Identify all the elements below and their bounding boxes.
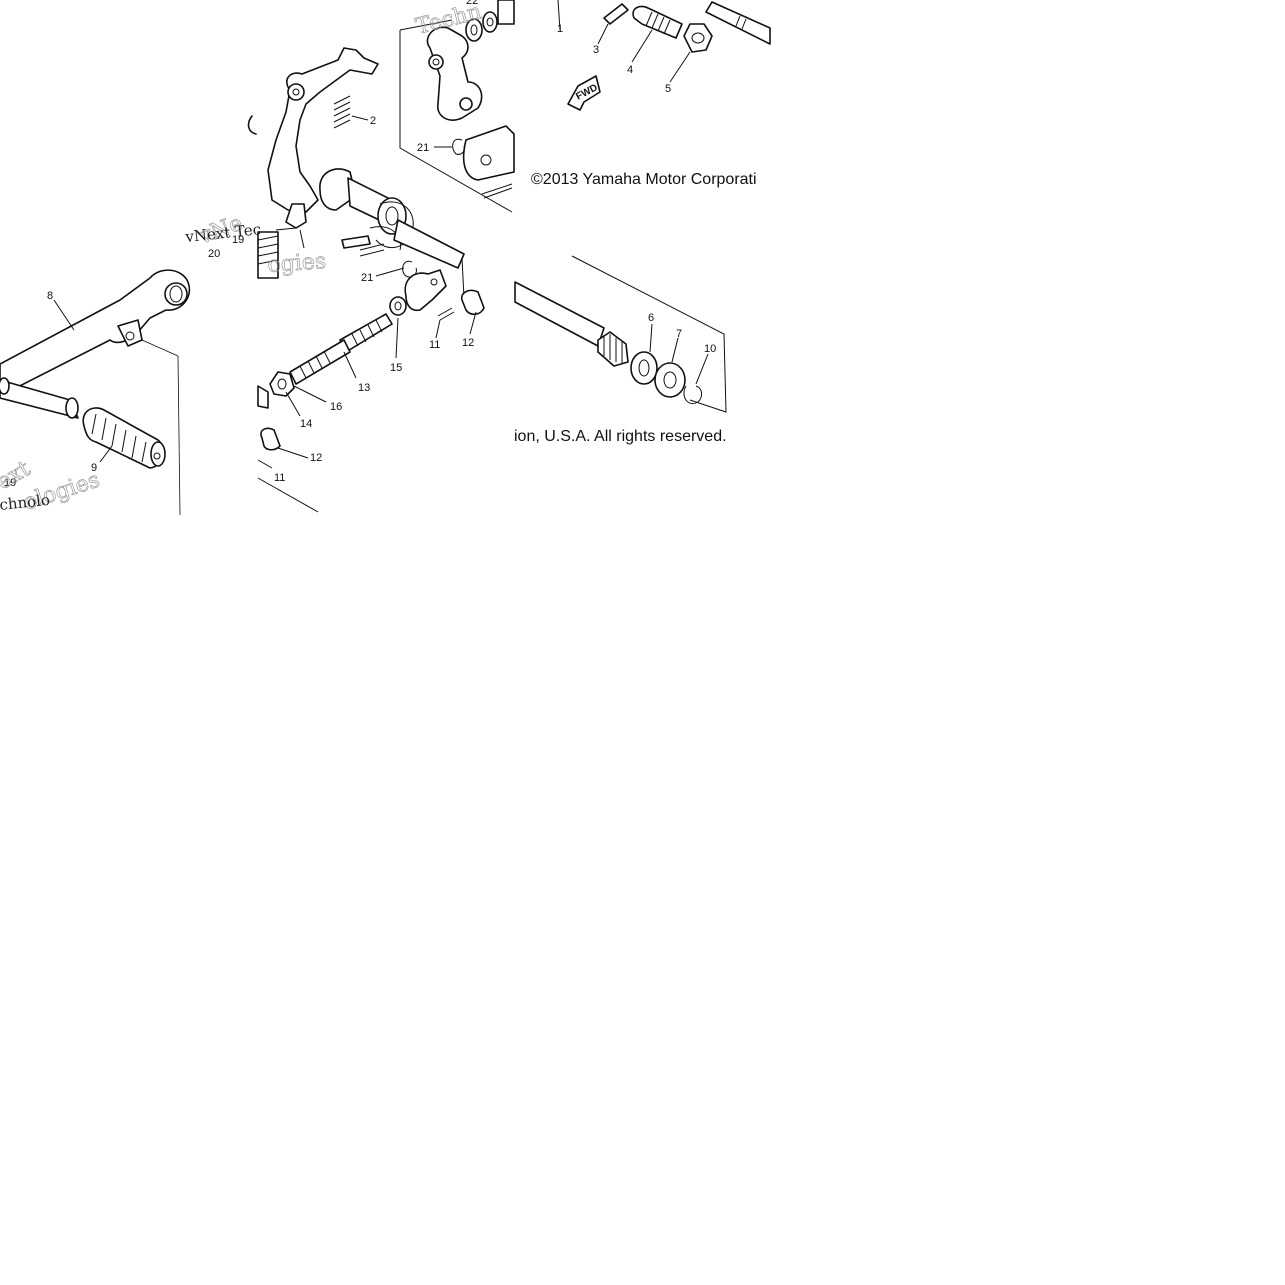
shift-pedal-assembly: [0, 269, 191, 516]
callout-16: 16: [330, 401, 342, 413]
watermark-ogies: ogies: [267, 249, 327, 278]
rod-and-nut-assembly: [557, 0, 771, 111]
copyright-bottom: ion, U.S.A. All rights reserved.: [514, 428, 727, 445]
shift-arm-assembly: [399, 0, 515, 213]
callout-20: 20: [208, 248, 220, 260]
callout-3: 3: [593, 44, 599, 56]
callout-14: 14: [300, 418, 312, 430]
shift-lever-bracket-assembly: [247, 47, 465, 279]
callout-numbers: 1 2 3 4 5 6 7 8 9 10 11 11 12 12 13 14 1…: [4, 0, 716, 489]
callout-21-upper: 21: [417, 142, 429, 154]
callout-7: 7: [676, 328, 682, 340]
callout-13: 13: [358, 382, 370, 394]
callout-11-upper: 11: [429, 339, 440, 351]
callout-12-lower: 12: [310, 452, 322, 464]
callout-5: 5: [665, 83, 671, 95]
callout-21-lower: 21: [361, 272, 373, 284]
callout-22: 22: [466, 0, 478, 7]
callout-1: 1: [557, 23, 563, 35]
tie-rod-assembly: [257, 257, 485, 513]
callout-8: 8: [47, 290, 53, 302]
watermark-overlay: Techn vNe vNext Tec ogies ext ologies ch…: [0, 0, 484, 516]
copyright-top: ©2013 Yamaha Motor Corporati: [531, 171, 757, 188]
callout-4: 4: [627, 64, 633, 76]
callout-2: 2: [370, 115, 376, 127]
watermark-chnolo: chnolo: [0, 491, 51, 514]
callout-11-lower: 11: [274, 472, 285, 484]
callout-9: 9: [91, 462, 97, 474]
callout-12-upper: 12: [462, 337, 474, 349]
callout-6: 6: [648, 312, 654, 324]
callout-19-left: 19: [4, 477, 16, 489]
shaft-and-washer-assembly: [514, 255, 727, 413]
callout-15: 15: [390, 362, 402, 374]
callout-10: 10: [704, 343, 716, 355]
callout-19-middle: 19: [232, 234, 244, 246]
